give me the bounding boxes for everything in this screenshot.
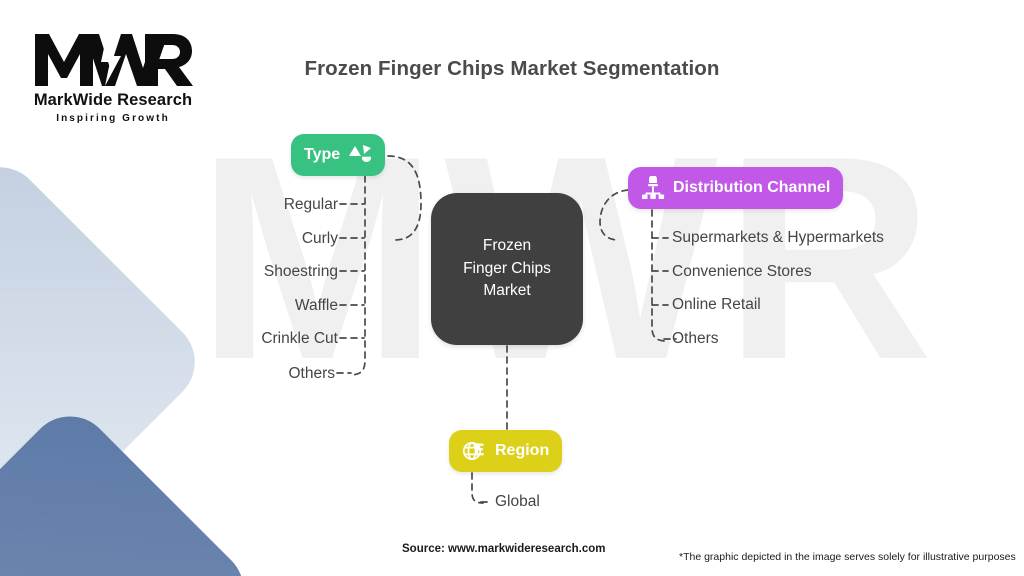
center-node: Frozen Finger Chips Market bbox=[431, 193, 583, 345]
disclaimer-text: *The graphic depicted in the image serve… bbox=[679, 551, 1016, 563]
center-node-line-2: Finger Chips bbox=[463, 259, 551, 277]
leaf-type-5: Others bbox=[288, 365, 335, 382]
center-node-line-1: Frozen bbox=[482, 237, 532, 255]
brand-name: MarkWide Research bbox=[33, 91, 193, 109]
branch-label-type: Type bbox=[304, 146, 341, 163]
source-text: Source: www.markwideresearch.com bbox=[402, 543, 606, 555]
page-title: Frozen Finger Chips Market Segmentation bbox=[304, 57, 720, 80]
decorative-square-dark bbox=[0, 399, 261, 576]
leaf-type-1: Curly bbox=[301, 230, 338, 247]
wire-distribution-to-center bbox=[599, 189, 629, 241]
branch-badge-type[interactable]: Type bbox=[291, 134, 386, 176]
leaf-distribution-1: Convenience Stores bbox=[672, 263, 812, 280]
branch-label-region: Region bbox=[495, 442, 550, 459]
brand-logo: MarkWide Research Inspiring Growth bbox=[22, 28, 204, 126]
wire-type-spine bbox=[351, 175, 366, 376]
leaf-type-0: Regular bbox=[283, 196, 338, 213]
leaf-type-4: Crinkle Cut bbox=[261, 330, 338, 347]
mwr-monogram-icon bbox=[35, 34, 193, 86]
branch-badge-distribution-channel[interactable]: Distribution Channel bbox=[628, 167, 844, 209]
leaf-type-3: Waffle bbox=[294, 297, 338, 314]
leaf-region-0: Global bbox=[495, 493, 540, 510]
wire-type-to-center bbox=[387, 155, 422, 241]
decorative-square-light bbox=[0, 149, 213, 575]
brand-tagline: Inspiring Growth bbox=[56, 113, 170, 124]
center-node-line-3: Market bbox=[483, 282, 531, 300]
leaf-distribution-2: Online Retail bbox=[672, 296, 761, 313]
wire-region-spine bbox=[471, 472, 484, 504]
distribution-network-icon bbox=[642, 176, 665, 199]
branch-label-distribution-channel: Distribution Channel bbox=[673, 179, 831, 196]
shapes-category-icon bbox=[349, 145, 372, 162]
leaf-distribution-0: Supermarkets & Hypermarkets bbox=[672, 229, 884, 246]
globe-network-icon bbox=[462, 441, 484, 461]
branch-badge-region[interactable]: Region bbox=[449, 430, 563, 472]
wire-distribution-spine bbox=[651, 209, 665, 342]
leaf-type-2: Shoestring bbox=[263, 263, 338, 280]
leaf-distribution-3: Others bbox=[672, 330, 719, 347]
